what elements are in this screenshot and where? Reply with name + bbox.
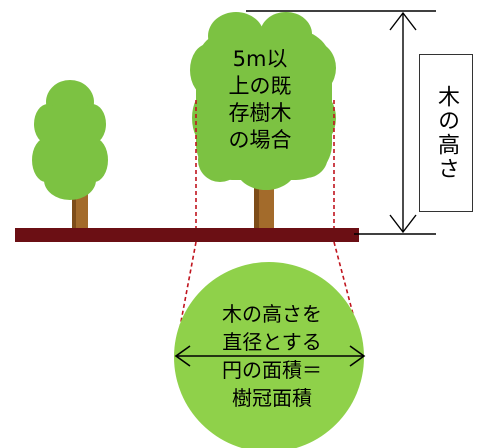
diameter-arrow [174,345,366,367]
height-label: 木の高さ [434,85,459,181]
ground-line [15,228,359,242]
large-tree-icon [190,12,336,232]
large-tree-foliage [190,12,336,190]
crown-area-label: 木の高さを 直径とする 円の面積＝ 樹冠面積 [222,302,322,410]
crown-circle [174,262,364,448]
large-tree-trunk-shade [254,176,259,232]
small-tree-foliage [32,80,108,200]
height-label-box: 木の高さ [419,54,473,212]
small-tree-trunk-shade [72,188,76,232]
existing-tree-label: 5m以 上の既 存樹木 の場合 [228,47,292,152]
height-arrow [246,10,436,235]
small-tree-icon [32,80,108,232]
